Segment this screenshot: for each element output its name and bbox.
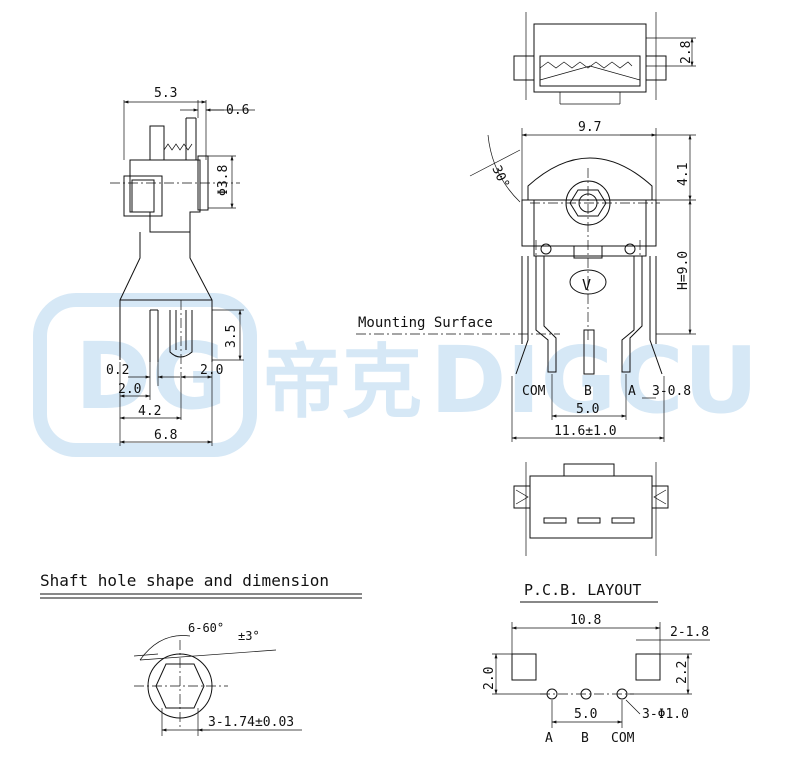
side-dim-pin-span: 4.2	[138, 404, 161, 419]
pcb-title: P.C.B. LAYOUT	[524, 581, 641, 599]
shaft-dim-angle-tol: ±3°	[238, 629, 260, 643]
top-view: 2.8	[513, 12, 696, 105]
pcb-dim-pad-h: 2.0	[482, 667, 497, 690]
pcb-dim-hole: 3-Φ1.0	[642, 707, 689, 722]
pcb-dim-width: 10.8	[570, 613, 601, 628]
side-dim-shaft-dia: Φ3.8	[216, 165, 231, 196]
side-dim-pin-left: 2.0	[118, 382, 141, 397]
bottom-view	[513, 462, 669, 556]
front-dim-span: 11.6±1.0	[554, 424, 617, 439]
front-dim-top: 4.1	[676, 163, 691, 186]
shaft-hole-section: Shaft hole shape and dimension 6-60° ±3°…	[40, 571, 362, 736]
front-dim-width: 9.7	[578, 120, 601, 135]
top-dim-height: 2.8	[679, 41, 694, 64]
front-pin-b: B	[584, 384, 592, 399]
front-mounting-surface: Mounting Surface	[358, 315, 493, 331]
front-pin-a: A	[628, 384, 636, 399]
side-dim-total: 6.8	[154, 428, 177, 443]
pcb-pin-b: B	[581, 731, 589, 746]
shaft-dim-hex: 3-1.74±0.03	[208, 715, 294, 730]
side-dim-pin-gap: 0.2	[106, 363, 129, 378]
side-dim-flange: 0.6	[226, 103, 249, 118]
side-dim-width: 5.3	[154, 86, 177, 101]
shaft-dim-angle: 6-60°	[188, 621, 224, 635]
front-dim-pitch: 5.0	[576, 402, 599, 417]
front-dim-pin-w: 3-0.8	[652, 384, 691, 399]
front-dim-angle: 30°	[488, 163, 512, 191]
front-marking: V	[582, 276, 591, 294]
pcb-dim-pitch: 5.0	[574, 707, 597, 722]
pcb-dim-pad-w: 2-1.8	[670, 625, 709, 640]
pcb-layout-section: P.C.B. LAYOUT 10.8 2-1.8 2.0 2.2 5.0 3-Φ…	[482, 581, 710, 746]
pcb-pin-com: COM	[611, 731, 635, 746]
watermark-cn: 帝克	[262, 336, 422, 429]
shaft-hole-title: Shaft hole shape and dimension	[40, 571, 329, 590]
pcb-pin-a: A	[545, 731, 553, 746]
pcb-dim-pad-h2: 2.2	[675, 661, 690, 684]
front-pin-com: COM	[522, 384, 546, 399]
side-dim-pin-right: 2.0	[200, 363, 223, 378]
front-view: 9.7 30° V 4.1 H=9.0	[356, 120, 696, 442]
front-dim-h: H=9.0	[676, 251, 691, 290]
side-view: 5.3 0.6 Φ3.8 3.5	[106, 86, 255, 446]
side-dim-leg-height: 3.5	[224, 325, 239, 348]
